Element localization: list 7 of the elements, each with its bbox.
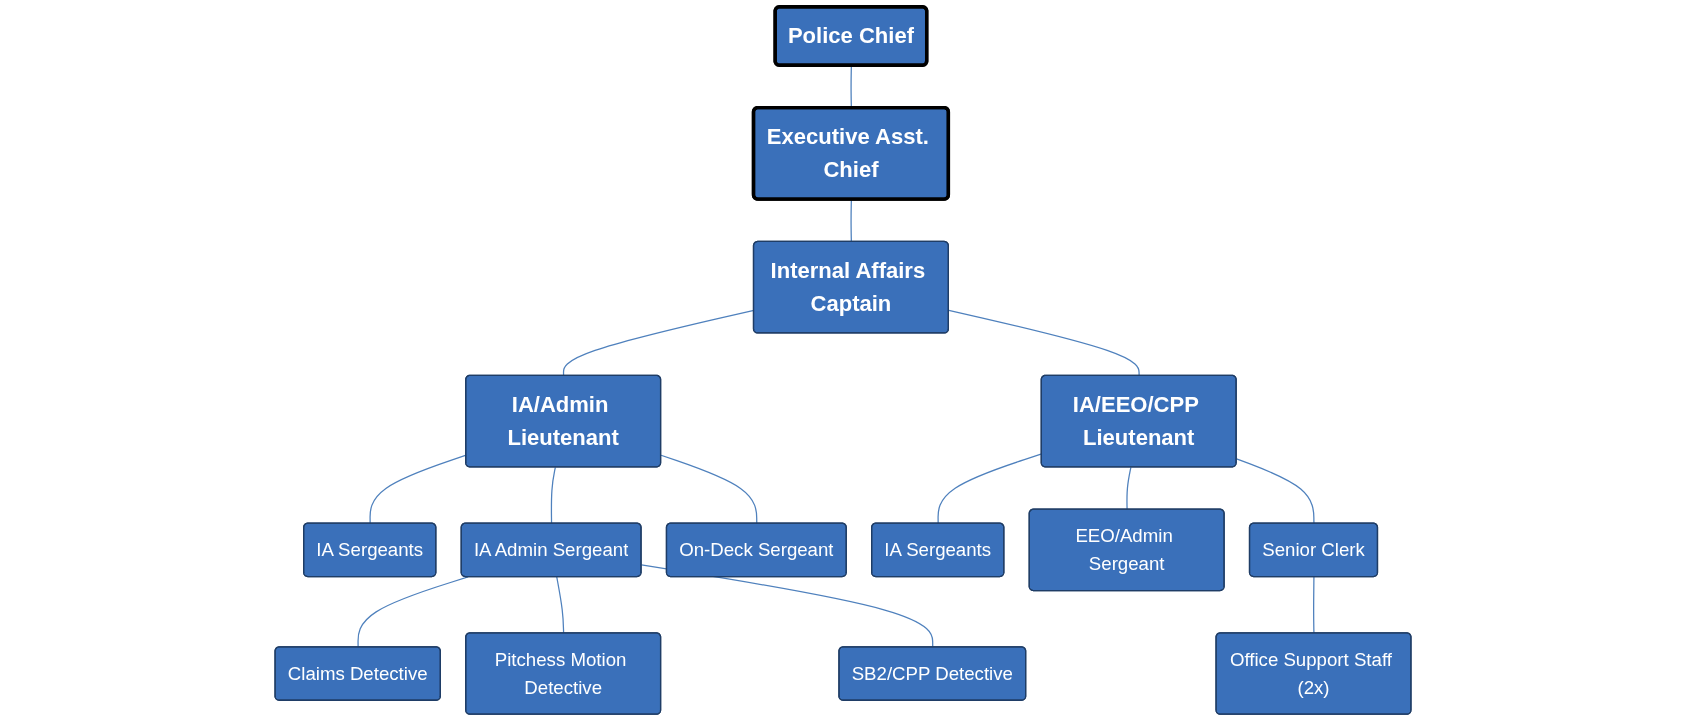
connector — [357, 576, 469, 648]
connector — [556, 576, 565, 634]
connector — [1313, 576, 1315, 634]
connector — [1126, 466, 1132, 511]
connector — [660, 454, 758, 525]
connector — [948, 309, 1140, 377]
connector — [550, 466, 556, 525]
